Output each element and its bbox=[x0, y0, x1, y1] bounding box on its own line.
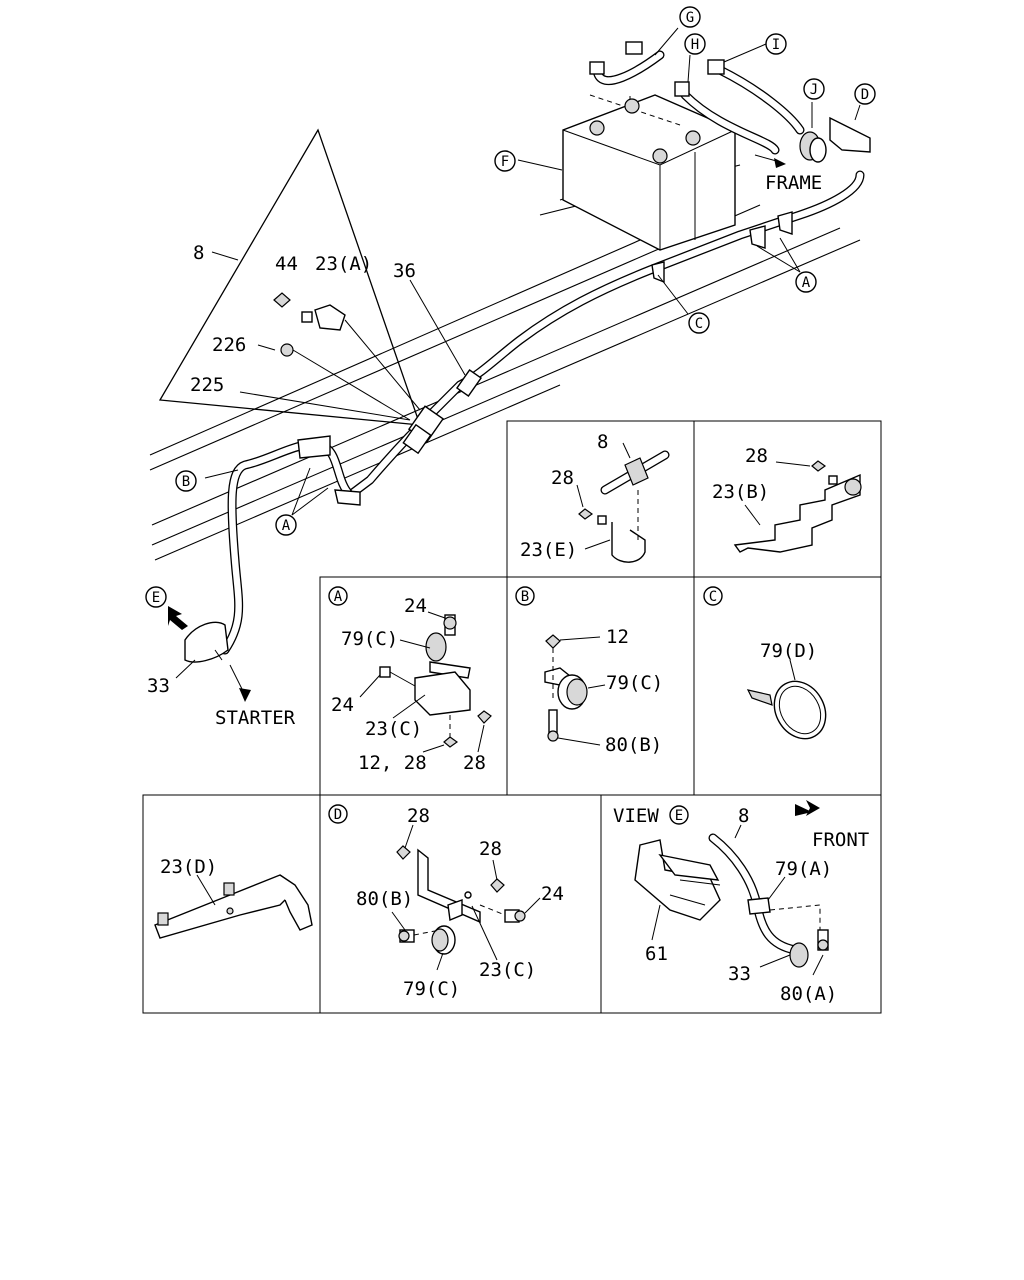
frame-label: FRAME bbox=[765, 172, 822, 194]
panel-tl-23e-label: 23(E) bbox=[520, 539, 577, 561]
svg-text:A: A bbox=[802, 275, 811, 291]
panel-bracket-23b: 28 23(B) bbox=[712, 445, 862, 553]
view-word-label: VIEW bbox=[613, 805, 659, 827]
main-illustration: G H I J D F A C bbox=[145, 6, 876, 729]
battery bbox=[562, 94, 736, 251]
panel-a-1228-label: 12, 28 bbox=[358, 752, 427, 774]
panel-d-24-label: 24 bbox=[541, 883, 564, 905]
panel-c: C 79(D) bbox=[703, 586, 827, 740]
callout-A-left: A bbox=[275, 514, 297, 536]
panel-d-80b-label: 80(B) bbox=[356, 888, 413, 910]
panel-d-28a-label: 28 bbox=[407, 805, 430, 827]
view-front-label: FRONT bbox=[812, 829, 869, 851]
view-61-label: 61 bbox=[645, 943, 668, 965]
view-8-label: 8 bbox=[738, 805, 749, 827]
panel-borders bbox=[142, 420, 882, 1014]
cone-small-parts bbox=[273, 292, 421, 421]
front-arrow bbox=[792, 800, 820, 816]
svg-text:A: A bbox=[334, 589, 343, 605]
panel-clamp-23e: 8 28 23(E) bbox=[520, 431, 670, 563]
e-view-arrow bbox=[168, 606, 188, 630]
panel-c-79d-label: 79(D) bbox=[760, 640, 817, 662]
panel-23d-label: 23(D) bbox=[160, 856, 217, 878]
bracket-d bbox=[829, 116, 871, 153]
svg-text:E: E bbox=[675, 808, 683, 824]
panel-b-12-label: 12 bbox=[606, 626, 629, 648]
svg-text:A: A bbox=[282, 518, 291, 534]
starter-terminal bbox=[184, 621, 229, 663]
panel-a-28-label: 28 bbox=[463, 752, 486, 774]
svg-text:H: H bbox=[691, 37, 699, 53]
panel-b: B 12 79(C) 80(B) bbox=[515, 586, 663, 756]
main-harness bbox=[220, 170, 865, 655]
panel-d-79c-label: 79(C) bbox=[403, 978, 460, 1000]
part-23a-label: 23(A) bbox=[315, 253, 372, 275]
view-79a-label: 79(A) bbox=[775, 858, 832, 880]
svg-text:C: C bbox=[695, 316, 703, 332]
callout-B-left: B bbox=[175, 470, 197, 492]
panel-bracket-23d: 23(D) bbox=[154, 856, 313, 939]
callout-C-top: C bbox=[688, 312, 710, 334]
svg-text:C: C bbox=[709, 589, 717, 605]
panel-d-23c-label: 23(C) bbox=[479, 959, 536, 981]
part-225-label: 225 bbox=[190, 374, 224, 396]
panel-a-23c-label: 23(C) bbox=[365, 718, 422, 740]
svg-text:B: B bbox=[182, 474, 190, 490]
panel-tl-8-label: 8 bbox=[597, 431, 608, 453]
callout-I: I bbox=[765, 33, 787, 55]
part-33-label: 33 bbox=[147, 675, 170, 697]
svg-text:E: E bbox=[152, 590, 160, 606]
panel-b-79c-label: 79(C) bbox=[606, 672, 663, 694]
callout-E-left: E bbox=[145, 586, 167, 608]
view-33-label: 33 bbox=[728, 963, 751, 985]
callout-H: H bbox=[684, 33, 706, 55]
callout-G: G bbox=[679, 6, 701, 28]
svg-text:J: J bbox=[810, 82, 818, 98]
panel-tl-28-label: 28 bbox=[551, 467, 574, 489]
svg-text:D: D bbox=[334, 807, 342, 823]
view-80a-label: 80(A) bbox=[780, 983, 837, 1005]
part-44-label: 44 bbox=[275, 253, 298, 275]
panel-view-e: VIEW E FRONT 8 79(A) 61 33 80(A) bbox=[613, 800, 869, 1005]
panel-d: D 28 28 80(B) 24 79(C) 23(C) bbox=[328, 804, 564, 1000]
part-36-label: 36 bbox=[393, 260, 416, 282]
svg-text:B: B bbox=[521, 589, 529, 605]
part-8-label: 8 bbox=[193, 242, 204, 264]
panel-a-24b-label: 24 bbox=[331, 694, 354, 716]
svg-text:D: D bbox=[861, 87, 869, 103]
frame-arrowhead bbox=[774, 158, 786, 168]
panel-b-80b-label: 80(B) bbox=[605, 734, 662, 756]
svg-text:I: I bbox=[772, 37, 780, 53]
panel-a-24a-label: 24 bbox=[404, 595, 427, 617]
part-226-label: 226 bbox=[212, 334, 246, 356]
callout-A-top: A bbox=[795, 271, 817, 293]
detail-cone bbox=[158, 128, 421, 426]
leader-lines bbox=[175, 27, 861, 679]
panel-tr-28-label: 28 bbox=[745, 445, 768, 467]
svg-text:G: G bbox=[686, 10, 694, 26]
callout-J: J bbox=[803, 78, 825, 100]
panel-a: A 24 79(C) 24 23(C) 12, 28 28 bbox=[328, 586, 492, 774]
panel-tr-23b-label: 23(B) bbox=[712, 481, 769, 503]
svg-text:F: F bbox=[501, 154, 509, 170]
panel-d-28b-label: 28 bbox=[479, 838, 502, 860]
starter-arrowhead bbox=[239, 688, 251, 702]
callout-F: F bbox=[494, 150, 516, 172]
battery-cables bbox=[589, 41, 827, 163]
callout-D: D bbox=[854, 83, 876, 105]
starter-label: STARTER bbox=[215, 707, 296, 729]
panel-a-79c-label: 79(C) bbox=[341, 628, 398, 650]
